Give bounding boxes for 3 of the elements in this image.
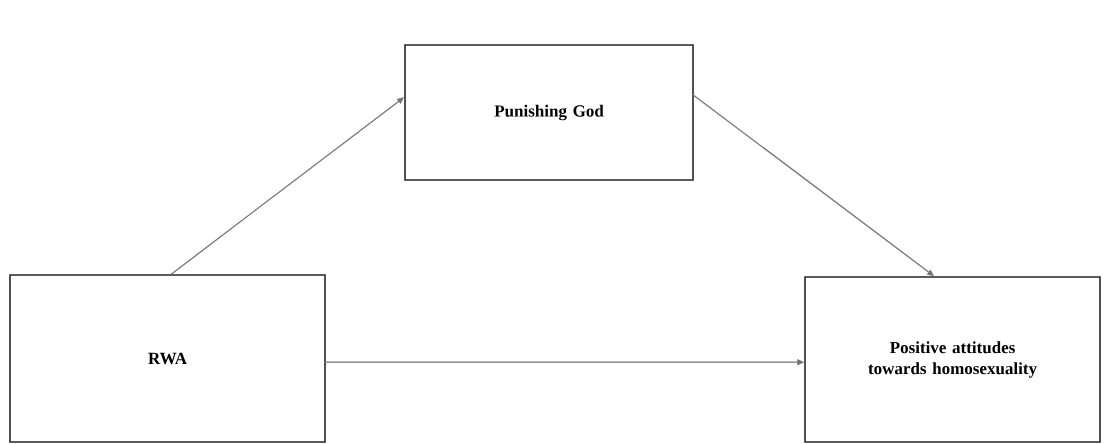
process-box: Punishing God xyxy=(404,44,694,181)
process-box: Positive attitudes towards homosexuality xyxy=(804,276,1101,443)
process-box: RWA xyxy=(9,274,326,443)
